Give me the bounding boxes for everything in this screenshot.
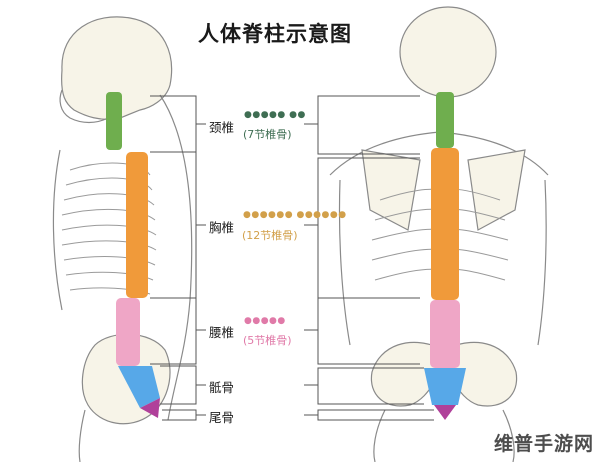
page-title: 人体脊柱示意图 [198,22,352,46]
side-spine [106,92,160,418]
dots-lumbar: ●●●●● [244,316,286,326]
side-sacrum [118,366,160,408]
bracket-left-coccyx [162,409,197,421]
side-front-outline [52,149,63,311]
label-coccyx: 尾骨 [209,410,235,425]
back-left-pelvis [370,341,441,407]
back-lumbar [430,300,460,368]
side-back-outline [159,94,193,421]
dots-thoracic: ●●●●●● ●●●●●● [243,210,347,220]
label-lumbar: 腰椎 [209,325,235,340]
back-right-femur [502,409,515,463]
count-thoracic: (12节椎骨) [242,229,298,242]
label-thoracic: 胸椎 [209,220,235,235]
dots-cervical: ●●●●● ●● [244,110,306,120]
bracket-left-thoracic [150,151,197,299]
back-thoracic [431,148,459,300]
back-skull [399,6,497,98]
label-cervical: 颈椎 [209,120,235,135]
bracket-right-cervical [317,95,420,155]
side-view-figure [52,16,193,463]
back-view-figure [329,6,549,463]
bracket-right-coccyx [317,409,434,421]
side-cervical [106,92,122,150]
back-right-side [537,179,547,346]
back-cervical [436,92,454,148]
bracket-left-lumbar [150,297,197,365]
side-lumbar [116,298,140,366]
side-thoracic [126,152,148,298]
back-left-scapula [361,149,421,231]
side-femur [78,409,86,463]
side-skull [61,16,173,120]
back-sacrum [424,368,466,405]
count-cervical: (7节椎骨) [243,128,292,141]
count-lumbar: (5节椎骨) [243,334,292,347]
label-sacrum: 骶骨 [209,380,235,395]
side-coccyx [140,398,160,418]
label-brackets [150,95,434,421]
side-jaw [59,89,109,124]
bracket-right-lumbar [317,297,420,365]
bracket-left-cervical [150,95,197,153]
back-left-side [338,179,351,346]
back-spine [424,92,466,420]
back-right-scapula [467,149,526,231]
back-left-femur [373,409,386,463]
bracket-right-sacrum [317,367,424,405]
back-coccyx [434,405,456,420]
watermark: 维普手游网 [493,433,594,455]
